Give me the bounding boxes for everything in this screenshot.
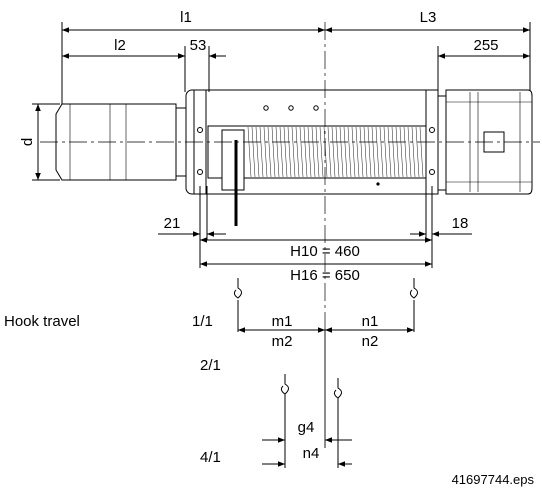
dimension-255: 255 xyxy=(473,37,498,54)
dimension-H16: H16 = 650 xyxy=(290,267,360,284)
rope-winding-line xyxy=(315,126,320,178)
dimension-l1: l1 xyxy=(180,9,192,26)
reeving-1-1: 1/1 xyxy=(192,313,213,330)
dimension-l2: l2 xyxy=(114,37,126,54)
rope-winding-line xyxy=(407,126,412,178)
rope-winding-line xyxy=(327,126,332,178)
top-dimensions: l1 L3 l2 53 255 xyxy=(61,9,531,104)
dimension-18: 18 xyxy=(452,215,469,232)
file-name: 41697744.eps xyxy=(452,472,535,487)
rope-winding-line xyxy=(391,126,396,178)
bolt-hole xyxy=(313,105,319,111)
rope-winding-line xyxy=(303,126,308,178)
drum-rope-winding xyxy=(247,126,424,178)
rope-winding-line xyxy=(291,126,296,178)
dimension-n2: n2 xyxy=(362,333,379,350)
rope-winding-line xyxy=(339,126,344,178)
rope-winding-line xyxy=(383,126,388,178)
hook-travel-diagram: Hook travel 1/1 2/1 4/1 m1 n1 m2 n2 g4 n… xyxy=(4,278,418,468)
rope-winding-line xyxy=(371,126,376,178)
dimension-53: 53 xyxy=(190,37,207,54)
rope-winding-line xyxy=(271,126,276,178)
rope-winding-line xyxy=(287,126,292,178)
rope-winding-line xyxy=(367,126,372,178)
reeving-4-1: 4/1 xyxy=(200,449,221,466)
dimension-g4: g4 xyxy=(298,419,315,436)
rope-winding-line xyxy=(279,126,284,178)
dimension-n4: n4 xyxy=(303,445,320,462)
rope-winding-line xyxy=(323,126,328,178)
dimension-L3: L3 xyxy=(420,9,437,26)
rope-winding-line xyxy=(355,126,360,178)
hook-icon xyxy=(233,278,242,299)
rope-winding-line xyxy=(379,126,384,178)
rope-winding-line xyxy=(255,126,260,178)
dimension-n1: n1 xyxy=(362,313,379,330)
rope-winding-line xyxy=(343,126,348,178)
rope-winding-line xyxy=(319,126,324,178)
rope-winding-line xyxy=(259,126,264,178)
rope-winding-line xyxy=(395,126,400,178)
bolt-hole xyxy=(263,105,269,111)
rope-winding-line xyxy=(351,126,356,178)
rope-winding-line xyxy=(267,126,272,178)
rope-winding-line xyxy=(419,126,424,178)
rope-winding-line xyxy=(311,126,316,178)
hoist-body xyxy=(55,89,533,226)
dimension-m2: m2 xyxy=(272,333,293,350)
rope-winding-line xyxy=(415,126,420,178)
dimension-H10: H10 = 460 xyxy=(290,243,360,260)
rope-winding-line xyxy=(251,126,256,178)
rope-winding-line xyxy=(307,126,312,178)
dimension-m1: m1 xyxy=(272,313,293,330)
rope-winding-line xyxy=(247,126,252,178)
rope-winding-line xyxy=(359,126,364,178)
hook-icon xyxy=(409,278,418,299)
hook-icon xyxy=(280,374,289,395)
dimension-21: 21 xyxy=(164,215,181,232)
rope-winding-line xyxy=(275,126,280,178)
dimension-d: d xyxy=(19,138,36,146)
hook-icon xyxy=(333,378,342,399)
rope-winding-line xyxy=(263,126,268,178)
rope-winding-line xyxy=(363,126,368,178)
rope-winding-line xyxy=(295,126,300,178)
hook-travel-label: Hook travel xyxy=(4,313,80,330)
rope-winding-line xyxy=(347,126,352,178)
rope-winding-line xyxy=(335,126,340,178)
rope-winding-line xyxy=(411,126,416,178)
rope-winding-line xyxy=(331,126,336,178)
reeving-2-1: 2/1 xyxy=(200,357,221,374)
rope-winding-line xyxy=(299,126,304,178)
bolt-hole xyxy=(288,105,294,111)
diameter-dimension: d xyxy=(19,103,60,181)
rope-winding-line xyxy=(283,126,288,178)
rope-winding-line xyxy=(399,126,404,178)
rope-winding-line xyxy=(403,126,408,178)
lower-dimensions: 21 18 H10 = 460 H16 = 650 xyxy=(158,186,472,284)
rope-winding-line xyxy=(387,126,392,178)
rope-winding-line xyxy=(375,126,380,178)
